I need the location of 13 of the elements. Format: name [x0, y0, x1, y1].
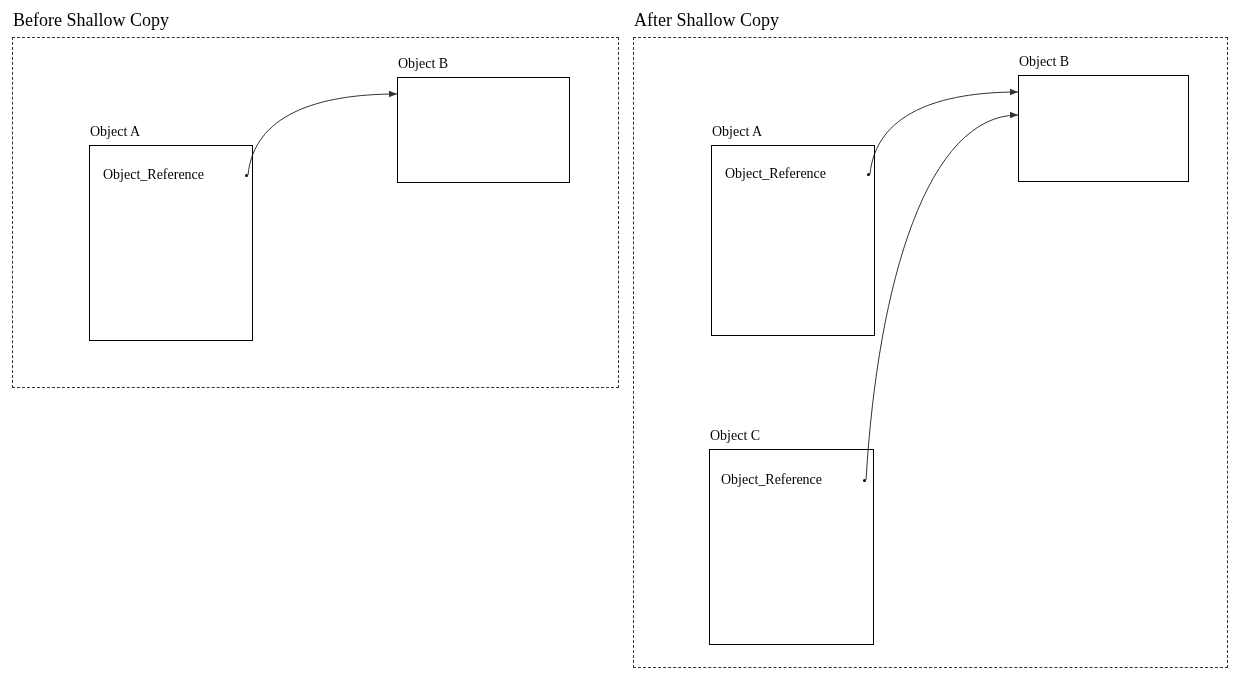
reference-arrow [869, 89, 1019, 175]
reference-label: Object_Reference [725, 167, 827, 181]
box-heading: Object A [90, 125, 141, 139]
reference-label: Object_Reference [103, 168, 205, 182]
panel-title: After Shallow Copy [634, 11, 779, 29]
reference-arrow [865, 113, 1019, 481]
box-heading: Object B [398, 57, 449, 71]
reference-label: Object_Reference [721, 473, 823, 487]
box-heading: Object B [1019, 55, 1070, 69]
box-heading: Object C [710, 429, 761, 443]
reference-arrow [247, 91, 398, 176]
panel-title: Before Shallow Copy [13, 11, 169, 29]
box-heading: Object A [712, 125, 763, 139]
